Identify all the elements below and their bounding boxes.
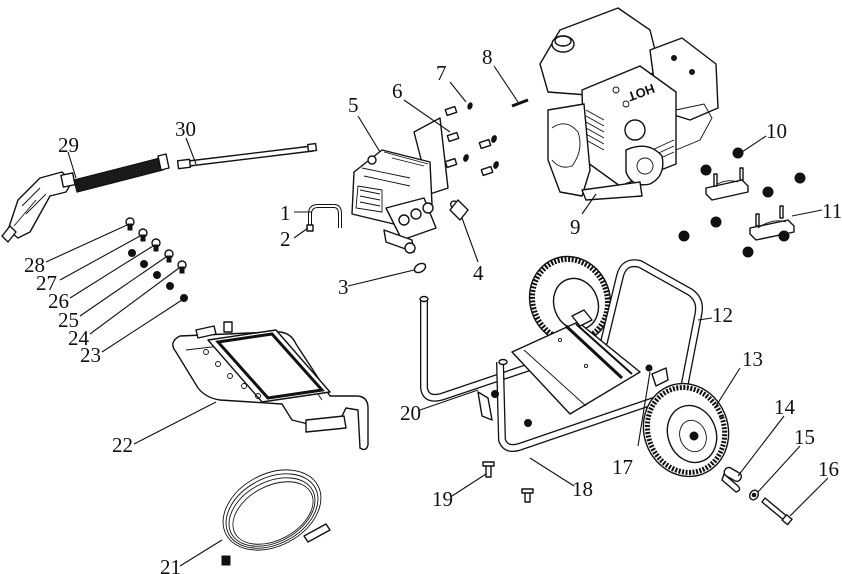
handle-bracket [172,321,369,451]
front-wheel [642,382,730,478]
callout-28: 28 [24,253,45,277]
callout-5: 5 [348,93,359,117]
leader-9 [581,193,597,215]
callout-1: 1 [280,201,291,225]
callout-19: 19 [432,487,453,511]
engine-mounts [678,147,806,258]
callout-9: 9 [570,215,581,239]
axle-parts [721,466,793,526]
nut [700,164,712,176]
callout-11: 11 [822,199,842,223]
nut [710,216,722,228]
leader-17 [637,371,651,447]
frame [419,259,703,452]
o-ring [413,262,427,274]
bolt [138,228,148,242]
nut [794,172,806,184]
engine: HOT [539,7,719,201]
leader-16 [789,477,829,517]
leader-27 [59,235,141,281]
frame-bolts [482,461,534,503]
nut [778,230,790,242]
leader-15 [757,445,801,493]
leader-25 [79,256,167,317]
leader-14 [737,415,785,477]
nut [180,294,188,302]
leader-2 [293,227,309,239]
leader-28 [45,224,128,263]
callout-26: 26 [48,289,69,313]
nut [128,249,136,257]
callout-13: 13 [742,347,763,371]
leader-13 [715,367,741,407]
leader-7 [449,81,467,103]
leader-24 [89,267,180,335]
leader-6 [403,99,451,133]
leader-8 [493,65,519,103]
bolt [151,238,161,252]
nut [140,260,148,268]
nut [742,246,754,258]
leader-20 [419,389,479,411]
fitting [449,199,469,221]
nut [762,186,774,198]
pump-mount-bolts [444,102,499,177]
callout-20: 20 [400,401,421,425]
pump [351,117,449,254]
leader-19 [451,473,487,497]
callout-29: 29 [58,133,79,157]
leader-11 [791,209,823,217]
callout-4: 4 [473,261,484,285]
leader-3 [347,269,415,287]
callout-27: 27 [36,271,57,295]
callout-7: 7 [436,61,447,85]
nut [153,271,161,279]
callout-12: 12 [712,303,733,327]
callout-22: 22 [112,433,133,457]
callout-18: 18 [572,477,593,501]
leader-23 [101,299,183,353]
callout-25: 25 [58,308,79,332]
callout-15: 15 [794,425,815,449]
spray-gun [1,153,170,243]
leader-26 [69,245,154,299]
leader-21 [179,539,223,567]
leader-18 [529,457,575,487]
callout-3: 3 [338,275,349,299]
bolt [177,260,187,274]
leader-5 [357,115,381,153]
nut [166,282,174,290]
leader-12 [697,317,713,321]
callout-17: 17 [612,455,633,479]
nut [732,147,744,159]
nut [678,230,690,242]
callout-30: 30 [175,117,196,141]
leader-30 [185,137,197,165]
leader-29 [67,151,77,179]
bolt [125,217,135,231]
leader-22 [133,401,217,445]
callout-21: 21 [160,555,181,574]
callout-2: 2 [280,227,291,251]
spray-lance [176,142,318,170]
high-pressure-hose [221,469,331,566]
callout-10: 10 [766,119,787,143]
shaft-key [511,98,529,108]
callout-23: 23 [80,343,101,367]
leader-4 [461,217,479,263]
callout-16: 16 [818,457,839,481]
callout-6: 6 [392,79,403,103]
bypass-tube [306,204,342,232]
callout-8: 8 [482,45,493,69]
bolt [164,249,174,263]
callout-14: 14 [774,395,796,419]
leader-10 [741,135,767,153]
callout-24: 24 [68,326,90,350]
bolts-and-nuts-group [125,217,188,302]
